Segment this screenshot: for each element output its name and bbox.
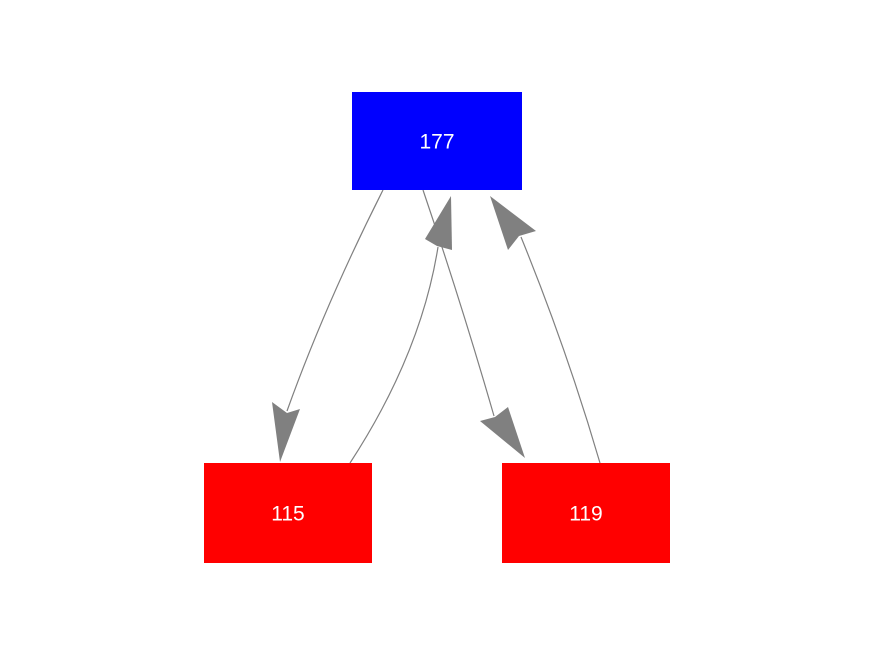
node-bottom-left: 115 [204, 463, 372, 563]
arrowhead-115-to-177-icon [425, 196, 452, 250]
edge-177-to-119 [422, 189, 495, 417]
edge-119-to-177 [520, 236, 601, 464]
node-bottom-left-label: 115 [271, 503, 304, 526]
node-bottom-left-box [204, 463, 372, 563]
edge-177-to-115 [286, 189, 384, 412]
arrowhead-119-to-177-icon [490, 196, 536, 250]
edge-115-to-177 [349, 246, 439, 464]
node-bottom-right-label: 119 [569, 503, 602, 526]
arrowhead-177-to-119-icon [480, 407, 525, 458]
node-top: 177 [352, 92, 522, 190]
node-top-label: 177 [419, 131, 454, 154]
node-top-box [352, 92, 522, 190]
node-bottom-right-box [502, 463, 670, 563]
node-bottom-right: 119 [502, 463, 670, 563]
arrowhead-177-to-115-icon [272, 402, 300, 462]
